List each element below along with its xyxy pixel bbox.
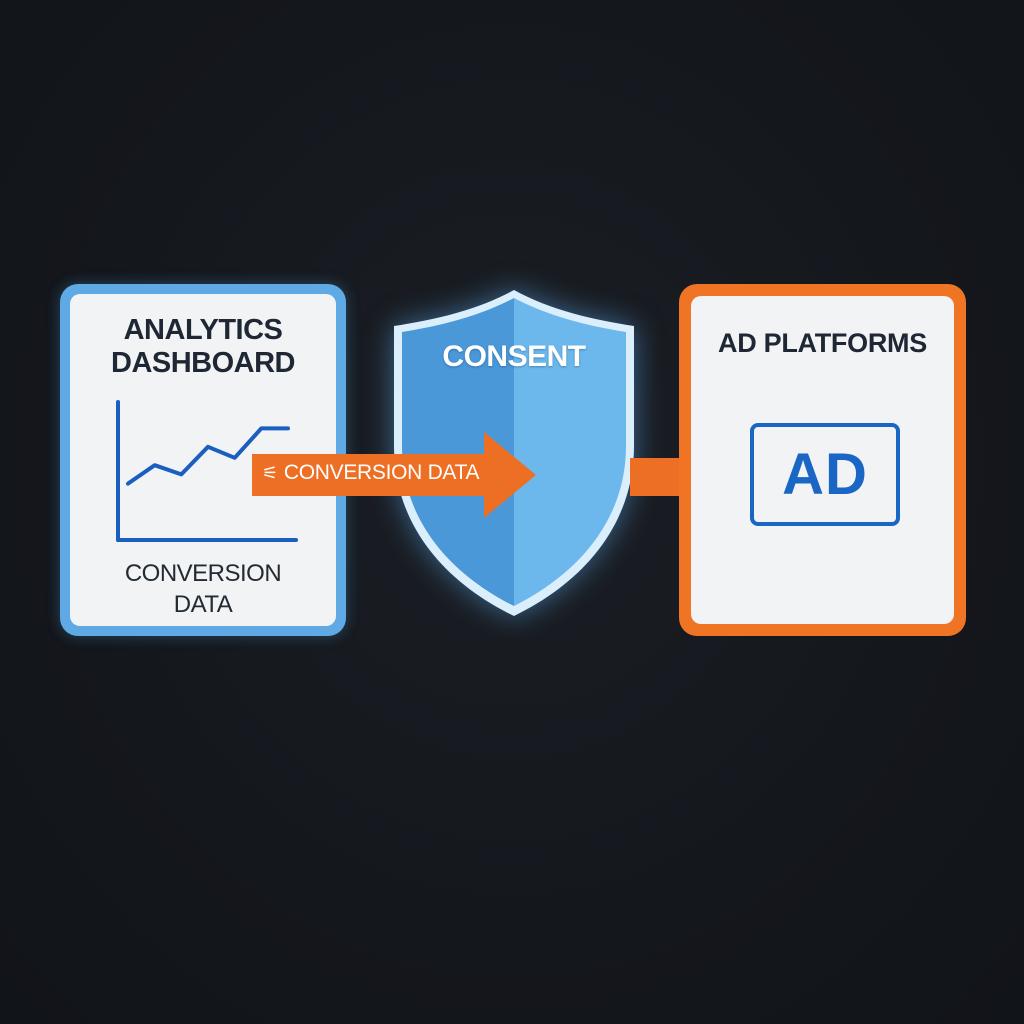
- arrow-conversion-shape: [252, 432, 536, 518]
- data-flow-icon: ⚟: [262, 463, 278, 483]
- arrow-conversion-text: CONVERSION DATA: [283, 461, 480, 484]
- arrow-conversion-label: ⚟CONVERSION DATA: [262, 461, 512, 485]
- analytics-title: ANALYTICS DASHBOARD: [70, 314, 336, 380]
- analytics-caption: CONVERSION DATA: [70, 558, 336, 620]
- analytics-title-line2: DASHBOARD: [111, 347, 296, 379]
- line-chart-icon: [116, 400, 298, 542]
- shield-right-half: [514, 298, 626, 606]
- arrow-right-icon: [252, 432, 536, 518]
- ad-platforms-card: AD PLATFORMS AD: [691, 296, 954, 624]
- shield-icon: [394, 290, 634, 616]
- ad-platforms-title: AD PLATFORMS: [718, 328, 927, 358]
- ad-platforms-panel: AD PLATFORMS AD: [679, 284, 966, 636]
- analytics-title-line1: ANALYTICS: [123, 314, 283, 346]
- consent-label: CONSENT: [442, 340, 586, 373]
- shield-left-half: [402, 298, 514, 606]
- analytics-caption-line1: CONVERSION: [124, 560, 282, 587]
- chart-series-line: [126, 426, 290, 486]
- analytics-caption-line2: DATA: [173, 591, 233, 618]
- ad-badge: AD: [750, 423, 900, 526]
